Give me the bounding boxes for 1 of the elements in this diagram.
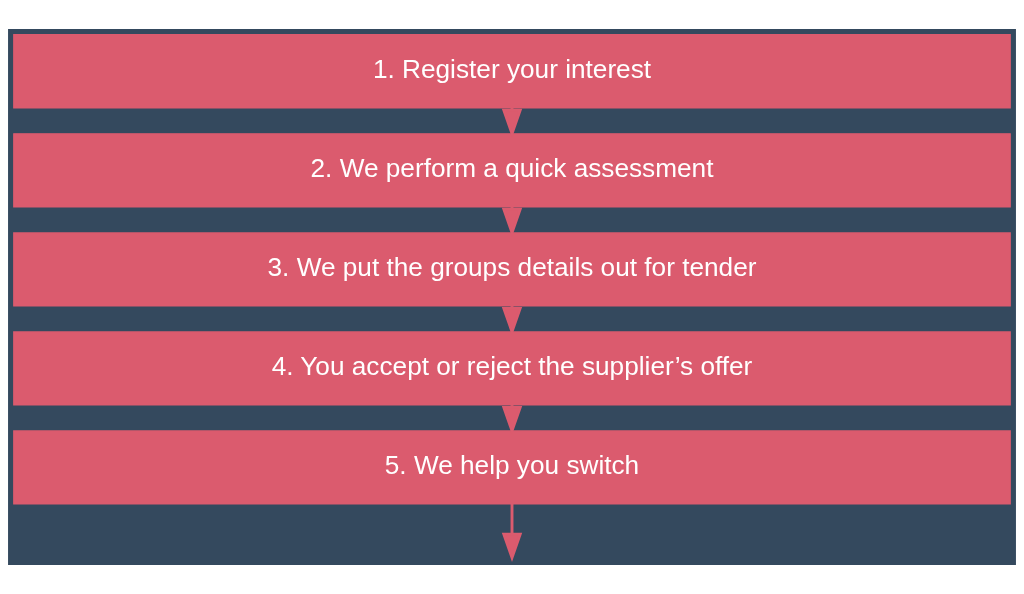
node-box: 5. We help you switch [13, 430, 1011, 505]
